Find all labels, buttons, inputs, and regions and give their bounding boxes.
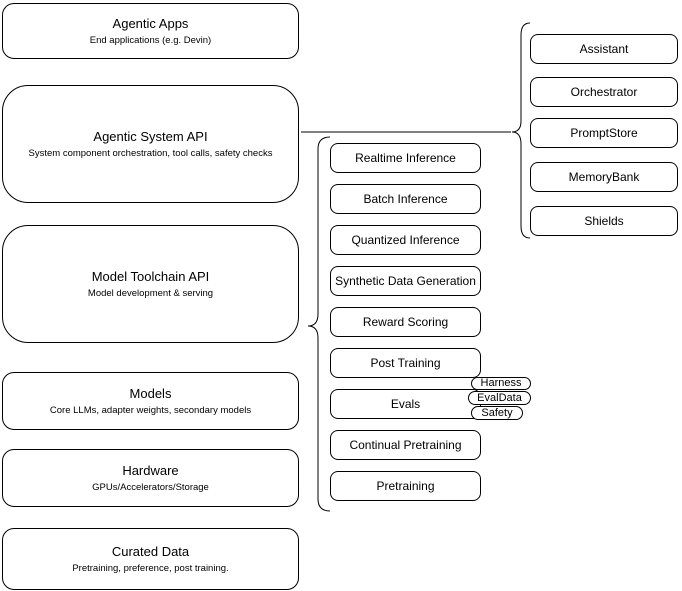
node-label: Batch Inference <box>363 192 448 206</box>
tag-label: Safety <box>481 406 513 419</box>
tag-evaldata: EvalData <box>468 391 531 405</box>
node-subtitle: System component orchestration, tool cal… <box>28 147 273 159</box>
node-label: Realtime Inference <box>355 151 456 165</box>
node-orchestrator: Orchestrator <box>530 77 678 107</box>
toolchain-group-brace <box>307 136 331 512</box>
node-label: Reward Scoring <box>362 315 449 329</box>
node-continual-pretraining: Continual Pretraining <box>330 430 481 460</box>
node-label: MemoryBank <box>568 170 640 184</box>
node-subtitle: Core LLMs, adapter weights, secondary mo… <box>49 404 252 416</box>
node-subtitle: GPUs/Accelerators/Storage <box>92 481 209 493</box>
node-hardware: Hardware GPUs/Accelerators/Storage <box>2 449 299 507</box>
node-model-toolchain-api: Model Toolchain API Model development & … <box>2 225 299 343</box>
node-shields: Shields <box>530 206 678 236</box>
node-label: Continual Pretraining <box>349 438 462 452</box>
node-subtitle: Pretraining, preference, post training. <box>72 562 229 574</box>
node-label: Shields <box>584 214 624 228</box>
node-agentic-apps: Agentic Apps End applications (e.g. Devi… <box>2 3 299 59</box>
node-batch-inference: Batch Inference <box>330 184 481 214</box>
tag-label: Harness <box>480 377 522 389</box>
node-memorybank: MemoryBank <box>530 162 678 192</box>
tag-safety: Safety <box>471 406 523 420</box>
node-subtitle: End applications (e.g. Devin) <box>89 34 212 46</box>
node-label: Evals <box>390 397 421 411</box>
tag-harness: Harness <box>471 377 531 390</box>
node-promptstore: PromptStore <box>530 118 678 148</box>
node-label: Post Training <box>370 356 441 370</box>
node-post-training: Post Training <box>330 348 481 378</box>
node-quantized-inference: Quantized Inference <box>330 225 481 255</box>
tag-label: EvalData <box>477 391 522 404</box>
node-title: Model Toolchain API <box>91 268 210 284</box>
node-title: Agentic Apps <box>112 15 189 31</box>
node-reward-scoring: Reward Scoring <box>330 307 481 337</box>
node-label: Orchestrator <box>570 85 638 99</box>
node-label: Pretraining <box>376 479 435 493</box>
node-title: Models <box>129 385 172 401</box>
node-pretraining: Pretraining <box>330 471 481 501</box>
node-assistant: Assistant <box>530 34 678 64</box>
node-models: Models Core LLMs, adapter weights, secon… <box>2 372 299 430</box>
node-label: Synthetic Data Generation <box>335 274 476 288</box>
node-title: Curated Data <box>111 543 190 559</box>
node-synthetic-data-generation: Synthetic Data Generation <box>330 266 481 296</box>
system-components-brace <box>511 22 531 239</box>
node-label: Assistant <box>579 42 629 56</box>
node-realtime-inference: Realtime Inference <box>330 143 481 173</box>
node-evals: Evals <box>330 389 481 419</box>
node-title: Agentic System API <box>93 128 208 144</box>
node-label: PromptStore <box>570 126 638 140</box>
node-title: Hardware <box>122 462 179 478</box>
node-curated-data: Curated Data Pretraining, preference, po… <box>2 528 299 590</box>
node-subtitle: Model development & serving <box>87 287 214 299</box>
node-label: Quantized Inference <box>351 233 460 247</box>
node-agentic-system-api: Agentic System API System component orch… <box>2 85 299 203</box>
